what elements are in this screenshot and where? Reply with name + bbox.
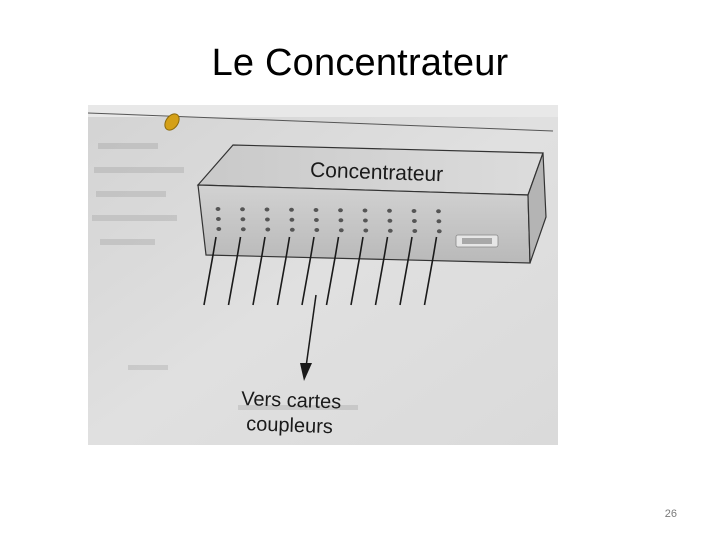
led-dot <box>265 217 270 222</box>
led-dot <box>240 217 246 222</box>
led-dot <box>338 218 344 223</box>
down-arrow-icon <box>300 294 317 381</box>
led-dot <box>289 207 294 212</box>
hub-front-face <box>197 184 531 264</box>
led-dot <box>264 207 270 212</box>
led-dot <box>436 229 442 234</box>
led-dot <box>338 228 344 233</box>
led-dot <box>289 217 295 222</box>
hub-label: Concentrateur <box>310 159 444 187</box>
led-dot <box>387 228 393 233</box>
network-cable <box>252 236 266 306</box>
led-dot <box>240 207 245 212</box>
led-dot <box>387 208 392 213</box>
led-dot <box>313 208 319 212</box>
led-dot <box>387 218 393 223</box>
led-dot <box>314 218 319 222</box>
slide-title: Le Concentrateur <box>211 42 509 84</box>
network-cable <box>227 236 242 306</box>
network-cable <box>276 236 291 306</box>
caption-line-1: Vers cartes <box>241 388 342 413</box>
caption-line-2: coupleurs <box>246 413 333 438</box>
led-dot <box>436 219 442 224</box>
led-dot <box>411 209 417 213</box>
network-cable <box>399 236 413 306</box>
led-dot <box>265 227 271 232</box>
cable-bundle <box>203 236 438 306</box>
network-cable <box>350 236 364 306</box>
led-dot <box>338 208 343 213</box>
network-cable <box>203 236 217 306</box>
led-dot <box>363 228 369 233</box>
led-dot <box>216 217 221 221</box>
led-dot <box>412 219 417 223</box>
led-dot <box>289 227 295 232</box>
led-dot <box>436 209 441 214</box>
hub-diagram: Concentrateur Vers cartes coupleurs <box>88 105 558 445</box>
network-cable <box>374 236 389 306</box>
led-dot <box>412 229 418 233</box>
led-dot <box>216 227 222 231</box>
network-cable <box>423 236 438 306</box>
led-dot <box>363 218 368 223</box>
concentrateur-device: Concentrateur <box>196 144 547 264</box>
pushpin-icon <box>164 113 180 131</box>
led-dot <box>314 228 320 232</box>
led-dot <box>240 227 246 232</box>
page-number: 26 <box>664 508 677 520</box>
led-indicators <box>215 207 442 234</box>
hub-side-face <box>527 152 547 264</box>
led-dot <box>215 207 221 211</box>
led-dot <box>362 208 368 213</box>
page-rule-line <box>88 112 554 132</box>
network-cable <box>301 236 315 306</box>
network-cable <box>325 236 340 306</box>
